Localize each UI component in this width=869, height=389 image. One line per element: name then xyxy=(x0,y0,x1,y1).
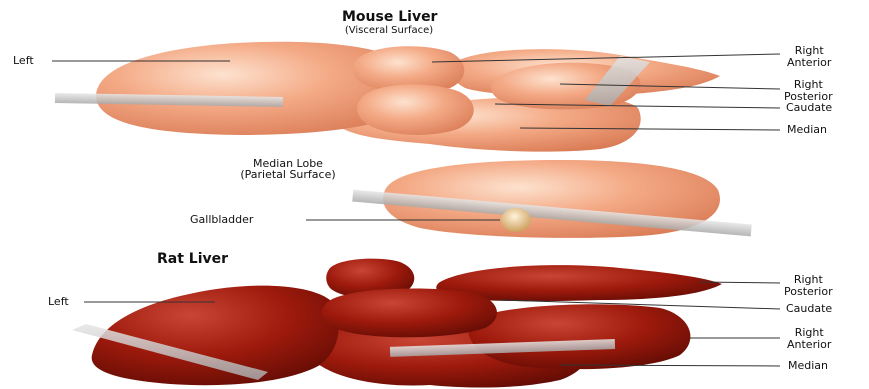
label-mouse-median: Median xyxy=(787,124,827,136)
mouse-liver-title: Mouse Liver xyxy=(342,9,437,25)
gallbladder-shape xyxy=(501,208,531,232)
label-mouse-right-posterior: Right Posterior xyxy=(784,79,833,103)
mouse-papillary-lobe xyxy=(357,84,474,135)
label-mouse-right-anterior-2: Anterior xyxy=(787,56,831,69)
median-lobe-title-2: (Parietal Surface) xyxy=(240,168,335,181)
rat-right-anterior-lobe xyxy=(468,304,690,369)
label-rat-right-anterior-2: Anterior xyxy=(787,338,831,351)
rat-liver-title: Rat Liver xyxy=(157,251,228,267)
label-rat-right-anterior: Right Anterior xyxy=(787,327,831,351)
label-rat-caudate: Caudate xyxy=(786,303,832,315)
label-rat-left: Left xyxy=(48,296,69,308)
median-lobe-title: Median Lobe (Parietal Surface) xyxy=(218,158,358,180)
label-rat-right-posterior: Right Posterior xyxy=(784,274,833,298)
mouse-liver-subtitle: (Visceral Surface) xyxy=(333,25,445,36)
label-mouse-left: Left xyxy=(13,55,34,67)
label-rat-right-posterior-2: Posterior xyxy=(784,285,833,298)
label-mouse-caudate: Caudate xyxy=(786,102,832,114)
label-mouse-right-anterior: Right Anterior xyxy=(787,45,831,69)
mouse-liver xyxy=(55,42,720,152)
median-lobe-parietal xyxy=(352,160,752,238)
label-rat-median: Median xyxy=(788,360,828,372)
rat-caudate-process xyxy=(322,288,497,337)
label-gallbladder: Gallbladder xyxy=(190,214,253,226)
rat-liver xyxy=(72,259,722,388)
